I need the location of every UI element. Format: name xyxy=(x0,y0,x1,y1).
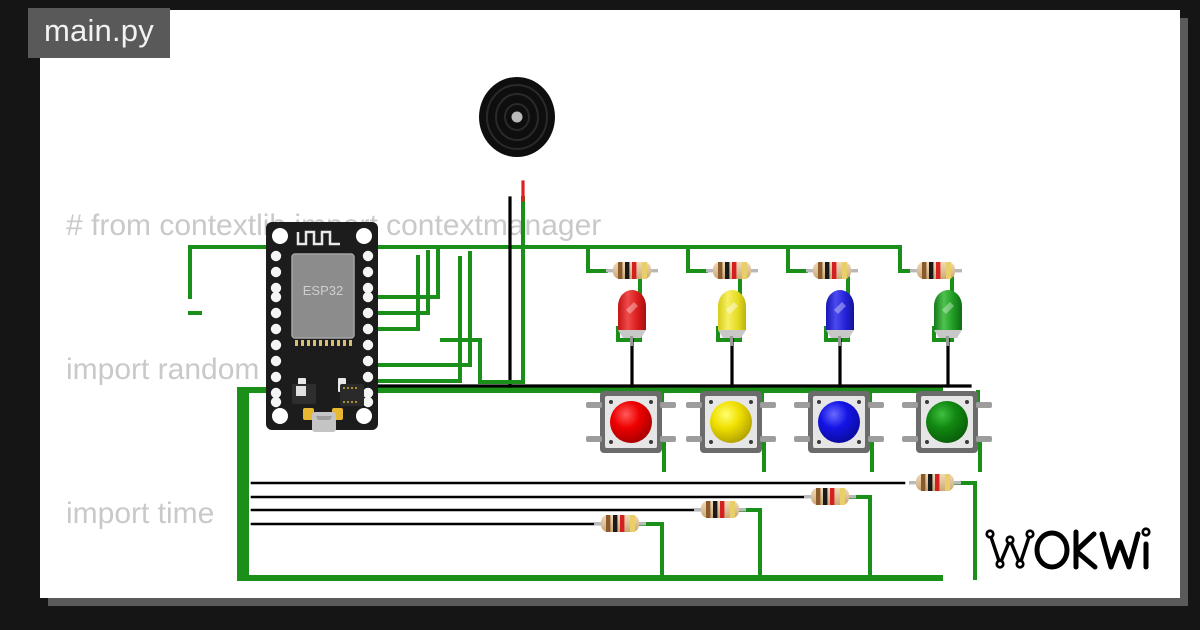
led-green[interactable] xyxy=(934,290,962,346)
resistor-btn-green[interactable] xyxy=(909,474,961,491)
wire-button-pulldown-green xyxy=(638,481,977,580)
buzzer[interactable] xyxy=(479,77,555,157)
resistor-led-blue[interactable] xyxy=(806,262,858,279)
code-line: import random xyxy=(66,353,260,386)
board-header-right[interactable] xyxy=(362,250,374,408)
board-header-left[interactable] xyxy=(270,250,282,408)
wokwi-logo xyxy=(985,527,1151,570)
led-yellow[interactable] xyxy=(718,290,746,346)
button-yellow[interactable] xyxy=(686,391,776,453)
board-chip-label: ESP32 xyxy=(303,283,343,298)
button-green[interactable] xyxy=(902,391,992,453)
button-blue[interactable] xyxy=(794,391,884,453)
resistor-btn-blue[interactable] xyxy=(804,488,856,505)
wire-button-signals xyxy=(250,481,906,526)
button-red[interactable] xyxy=(586,391,676,453)
simulation-canvas[interactable]: # from contextlib import contextmanager … xyxy=(40,10,1180,598)
resistor-btn-yellow[interactable] xyxy=(694,501,746,518)
resistor-btn-red[interactable] xyxy=(594,515,646,532)
led-red[interactable] xyxy=(618,290,646,346)
circuit-diagram[interactable]: ESP32 xyxy=(40,10,1180,598)
code-line: import time xyxy=(66,497,215,530)
wire-buzzer xyxy=(440,180,525,388)
resistor-led-green[interactable] xyxy=(910,262,962,279)
esp32-board[interactable]: ESP32 xyxy=(266,222,378,432)
resistor-led-red[interactable] xyxy=(606,262,658,279)
resistor-led-yellow[interactable] xyxy=(706,262,758,279)
file-tab-main-py[interactable]: main.py xyxy=(28,8,170,59)
led-blue[interactable] xyxy=(826,290,854,346)
